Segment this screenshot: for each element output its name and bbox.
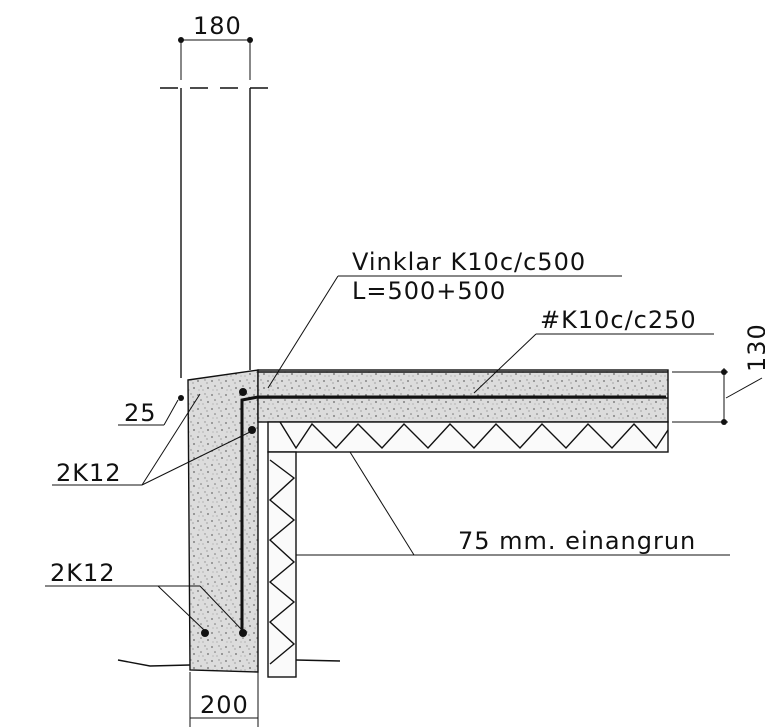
bottom-bars-label: 2K12 [50,559,116,587]
stirrup-annotation: Vinklar K10c/c500 L=500+500 [267,248,622,389]
footing-width-dimension: 200 [189,672,259,727]
slab-thickness-label: 130 [743,323,765,372]
cover-label: 25 [124,399,157,427]
stirrup-label: Vinklar K10c/c500 [352,248,586,276]
mesh-label: #K10c/c250 [540,306,697,334]
cover-dimension: 25 [118,395,184,427]
bottom-bars-annotation: 2K12 [45,559,243,631]
bottom-bar-dot [201,629,209,637]
wall-insulation [267,451,297,678]
bottom-bar-dot [239,629,247,637]
slab-insulation [267,421,669,453]
concrete-section [187,369,669,673]
mesh-annotation: #K10c/c250 [473,306,714,394]
footing-width-label: 200 [200,691,249,719]
top-bar-dot [239,388,247,396]
upper-wall [160,87,278,378]
wall-thickness-label: 180 [193,12,242,40]
slab-thickness-dimension: 130 [672,323,765,425]
wall-thickness-dimension: 180 [178,12,253,80]
ground-line [117,659,341,667]
insulation-label: 75 mm. einangrun [458,527,696,555]
top-bars-label: 2K12 [56,459,122,487]
top-bars-annotation: 2K12 [52,393,251,487]
stirrup-length-label: L=500+500 [352,277,506,305]
insulation-annotation: 75 mm. einangrun [296,451,730,556]
